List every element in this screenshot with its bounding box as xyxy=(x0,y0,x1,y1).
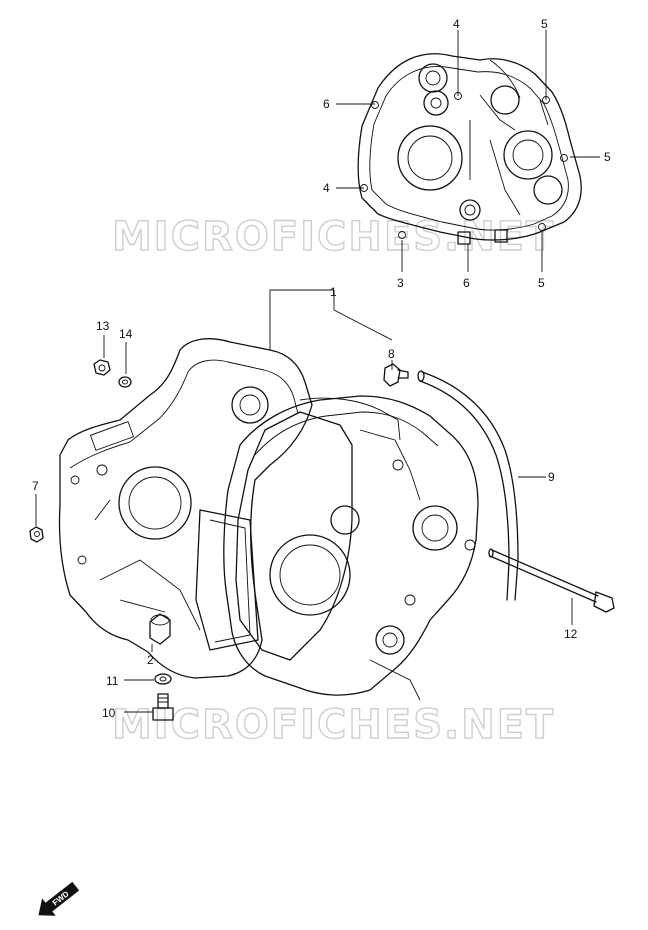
callout-10: 10 xyxy=(102,706,116,720)
callout-6-bottom: 6 xyxy=(463,276,470,290)
callout-2: 2 xyxy=(147,653,154,667)
fwd-arrow: FWD xyxy=(38,881,80,916)
callout-1: 1 xyxy=(330,285,337,299)
part-13-nut xyxy=(93,359,111,376)
callout-9: 9 xyxy=(548,470,555,484)
callout-6-left: 6 xyxy=(323,97,330,111)
callout-5-bottom: 5 xyxy=(538,276,545,290)
callout-5-right: 5 xyxy=(604,150,611,164)
callout-11: 11 xyxy=(106,674,119,688)
part-7-nut xyxy=(29,526,44,543)
part-9-hose xyxy=(417,370,519,601)
part-2-dowel xyxy=(149,613,171,645)
callout-4-top: 4 xyxy=(453,17,460,31)
callout-4-left: 4 xyxy=(323,181,330,195)
part-10-bolt xyxy=(152,693,174,721)
watermark-upper: MICROFICHES.NET xyxy=(112,214,555,260)
part-8-fitting xyxy=(383,363,409,387)
callout-12: 12 xyxy=(564,627,578,641)
callout-5-top: 5 xyxy=(541,17,548,31)
leader-lines xyxy=(35,30,600,713)
callouts: 4 5 6 5 4 3 6 5 1 8 9 12 13 14 7 2 11 10 xyxy=(32,17,611,720)
callout-8: 8 xyxy=(388,347,395,361)
callout-7: 7 xyxy=(32,479,39,493)
part-11-washer xyxy=(154,673,172,685)
watermark-lower: MICROFICHES.NET xyxy=(112,702,555,748)
callout-14: 14 xyxy=(119,327,133,341)
crankcase-assembly xyxy=(58,338,479,701)
part-12-bolt xyxy=(488,548,615,613)
callout-13: 13 xyxy=(96,319,110,333)
crankcase-cover xyxy=(357,53,582,245)
part-14-washer xyxy=(118,376,132,388)
callout-3: 3 xyxy=(397,276,404,290)
